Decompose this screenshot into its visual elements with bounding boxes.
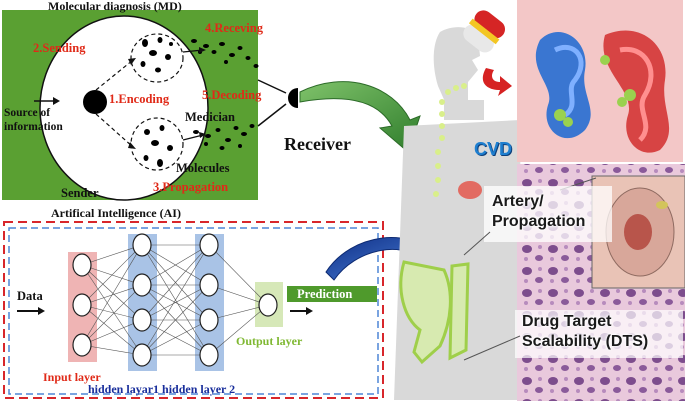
receiver-label: Receiver — [284, 134, 351, 154]
medician-label: Medician — [185, 110, 235, 124]
propagation-arrowhead-bottom — [199, 132, 206, 138]
ai-title: Artifical Intelligence (AI) — [51, 206, 181, 220]
receiving-label: 4.Receving — [205, 21, 263, 35]
sender-label: Sender — [61, 186, 99, 200]
network-nodes — [72, 233, 278, 367]
source-label-line1: Source of — [4, 107, 51, 119]
propagation-arrowhead-top — [199, 47, 206, 53]
artery-pointer — [463, 231, 491, 256]
decoding-label: 5.Decoding — [202, 88, 262, 102]
source-label-line2: information — [4, 121, 63, 133]
sender-ellipse — [39, 15, 209, 201]
md-title: Molecular diagnosis (MD) — [48, 0, 182, 13]
intestine — [399, 260, 452, 365]
artery-label-backdrop — [484, 186, 612, 242]
protein-structure — [535, 30, 670, 153]
receiver-icon — [288, 88, 298, 108]
encoding-cluster-bottom — [130, 117, 184, 171]
send-arrow-bottom — [95, 113, 134, 148]
hidden-layers-label: hidden layar1 hidden layer 2 — [88, 382, 236, 396]
send-arrow-top — [95, 59, 134, 91]
colon — [448, 262, 470, 361]
dts-pointer — [463, 335, 521, 361]
molecules-propagating-top — [191, 39, 259, 68]
network-connections — [81, 244, 269, 356]
prediction-label: Prediction — [297, 287, 353, 301]
prediction-arrowhead — [306, 307, 313, 315]
receive-arrow-bottom — [257, 103, 287, 127]
sending-label: 2.Sending — [33, 41, 86, 55]
cell-nucleus — [624, 214, 652, 250]
trachea-dots — [433, 83, 467, 197]
molecules-propagating-bottom — [193, 124, 255, 150]
artery-label-line2: Propagation — [492, 213, 586, 230]
red-curved-arrow — [482, 68, 512, 96]
dts-label-line2: Scalability (DTS) — [522, 333, 649, 350]
data-arrowhead — [38, 307, 45, 315]
dts-label-backdrop — [515, 310, 683, 358]
cell-organelle — [656, 201, 668, 209]
encoding-label: 1.Encoding — [109, 92, 170, 106]
data-label: Data — [17, 289, 43, 303]
send-arrowhead-bottom — [128, 142, 136, 149]
artery-label-line1: Artery/ — [492, 193, 544, 210]
propagation-label: 3.Propagation — [153, 180, 229, 194]
molecules-top — [140, 37, 173, 73]
source-arrowhead — [53, 97, 60, 105]
information-source-dot — [83, 90, 107, 114]
molecules-label: Molecules — [176, 161, 230, 175]
dts-label-line1: Drug Target — [522, 313, 612, 330]
encoding-cluster-top — [130, 33, 184, 83]
send-arrowhead-top — [128, 58, 136, 65]
prediction-box — [287, 286, 377, 302]
pill-icon — [463, 10, 506, 53]
ai-box-inner — [8, 227, 379, 395]
cvd-label: CVD — [474, 139, 513, 159]
output-layer-label: Output layer — [236, 334, 303, 348]
receive-arrow-top — [257, 79, 287, 94]
ai-box-outer — [3, 221, 384, 399]
molecules-bottom — [143, 125, 173, 167]
input-layer-label: Input layer — [43, 370, 101, 384]
heart-icon — [458, 181, 482, 199]
